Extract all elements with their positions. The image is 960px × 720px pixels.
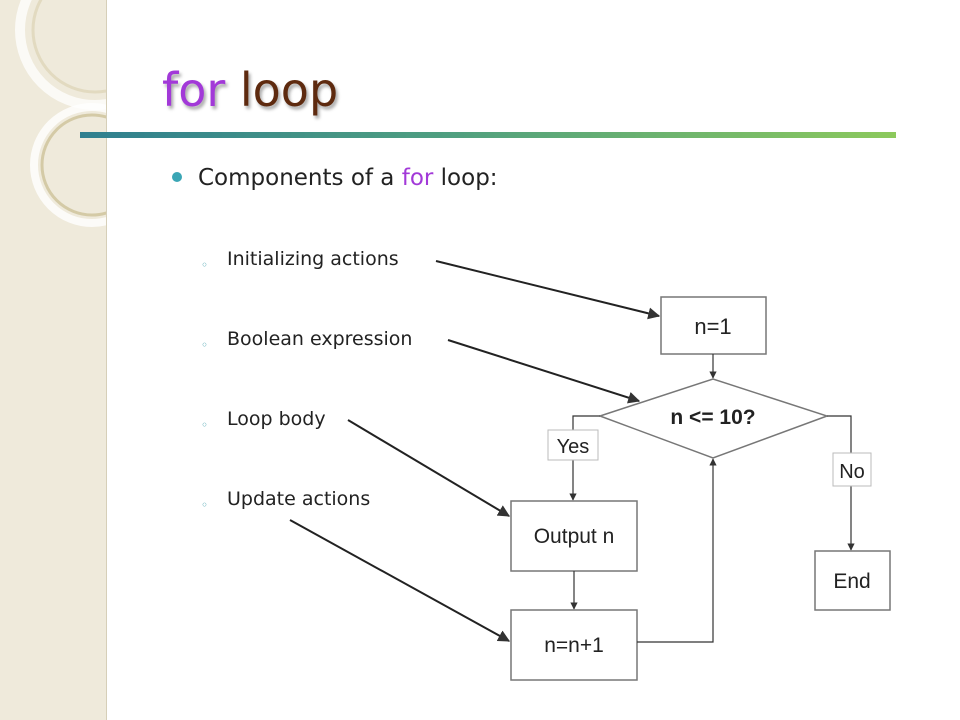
sub-bullet-marker: ◦ [201,498,209,512]
sub-bullet-loop-body: ◦ Loop body [201,407,326,432]
update-box [510,609,638,681]
title-underline [80,132,896,138]
title-rest: loop [225,63,339,117]
side-decoration-panel [0,0,107,720]
sub-bullet-boolean: ◦ Boolean expression [201,327,413,352]
pointer-initializing-arrow [435,260,661,320]
end-box [814,550,891,611]
slide-title: for loop [162,60,338,120]
pointer-update-arrow [289,519,511,642]
sub-bullet-text: Initializing actions [227,248,399,270]
no-label: No [839,461,865,483]
bullet-dot [172,172,182,182]
end-label: End [833,570,870,593]
condition-label: n <= 10? [670,406,755,429]
body-label: Output n [534,525,615,548]
sub-bullet-marker: ◦ [201,258,209,272]
init-box [660,296,767,355]
sub-bullet-update: ◦ Update actions [201,487,371,512]
yes-label-box [547,429,599,461]
bullet-text-prefix: Components of a [198,165,402,191]
sub-bullet-marker: ◦ [201,418,209,432]
loop-back-arrow [637,458,717,643]
sub-bullet-marker: ◦ [201,338,209,352]
sub-bullet-initializing: ◦ Initializing actions [201,247,399,272]
sub-bullet-text: Loop body [227,408,326,430]
no-label-box [832,452,872,487]
bullet-text-suffix: loop: [433,165,498,191]
bullet-keyword: for [401,165,434,191]
update-label: n=n+1 [544,634,604,657]
main-bullet: Components of a for loop: [172,160,498,196]
yes-branch-arrow [569,415,600,501]
decorative-rings [15,0,106,227]
pointer-boolean-arrow [447,339,641,404]
no-branch-arrow [827,415,855,551]
sub-bullet-text: Boolean expression [227,328,413,350]
sub-bullet-text: Update actions [227,488,371,510]
pointer-loop-body-arrow [347,419,511,517]
init-label: n=1 [694,314,731,339]
body-box [510,500,638,572]
yes-label: Yes [557,436,590,458]
title-keyword: for [162,63,226,117]
